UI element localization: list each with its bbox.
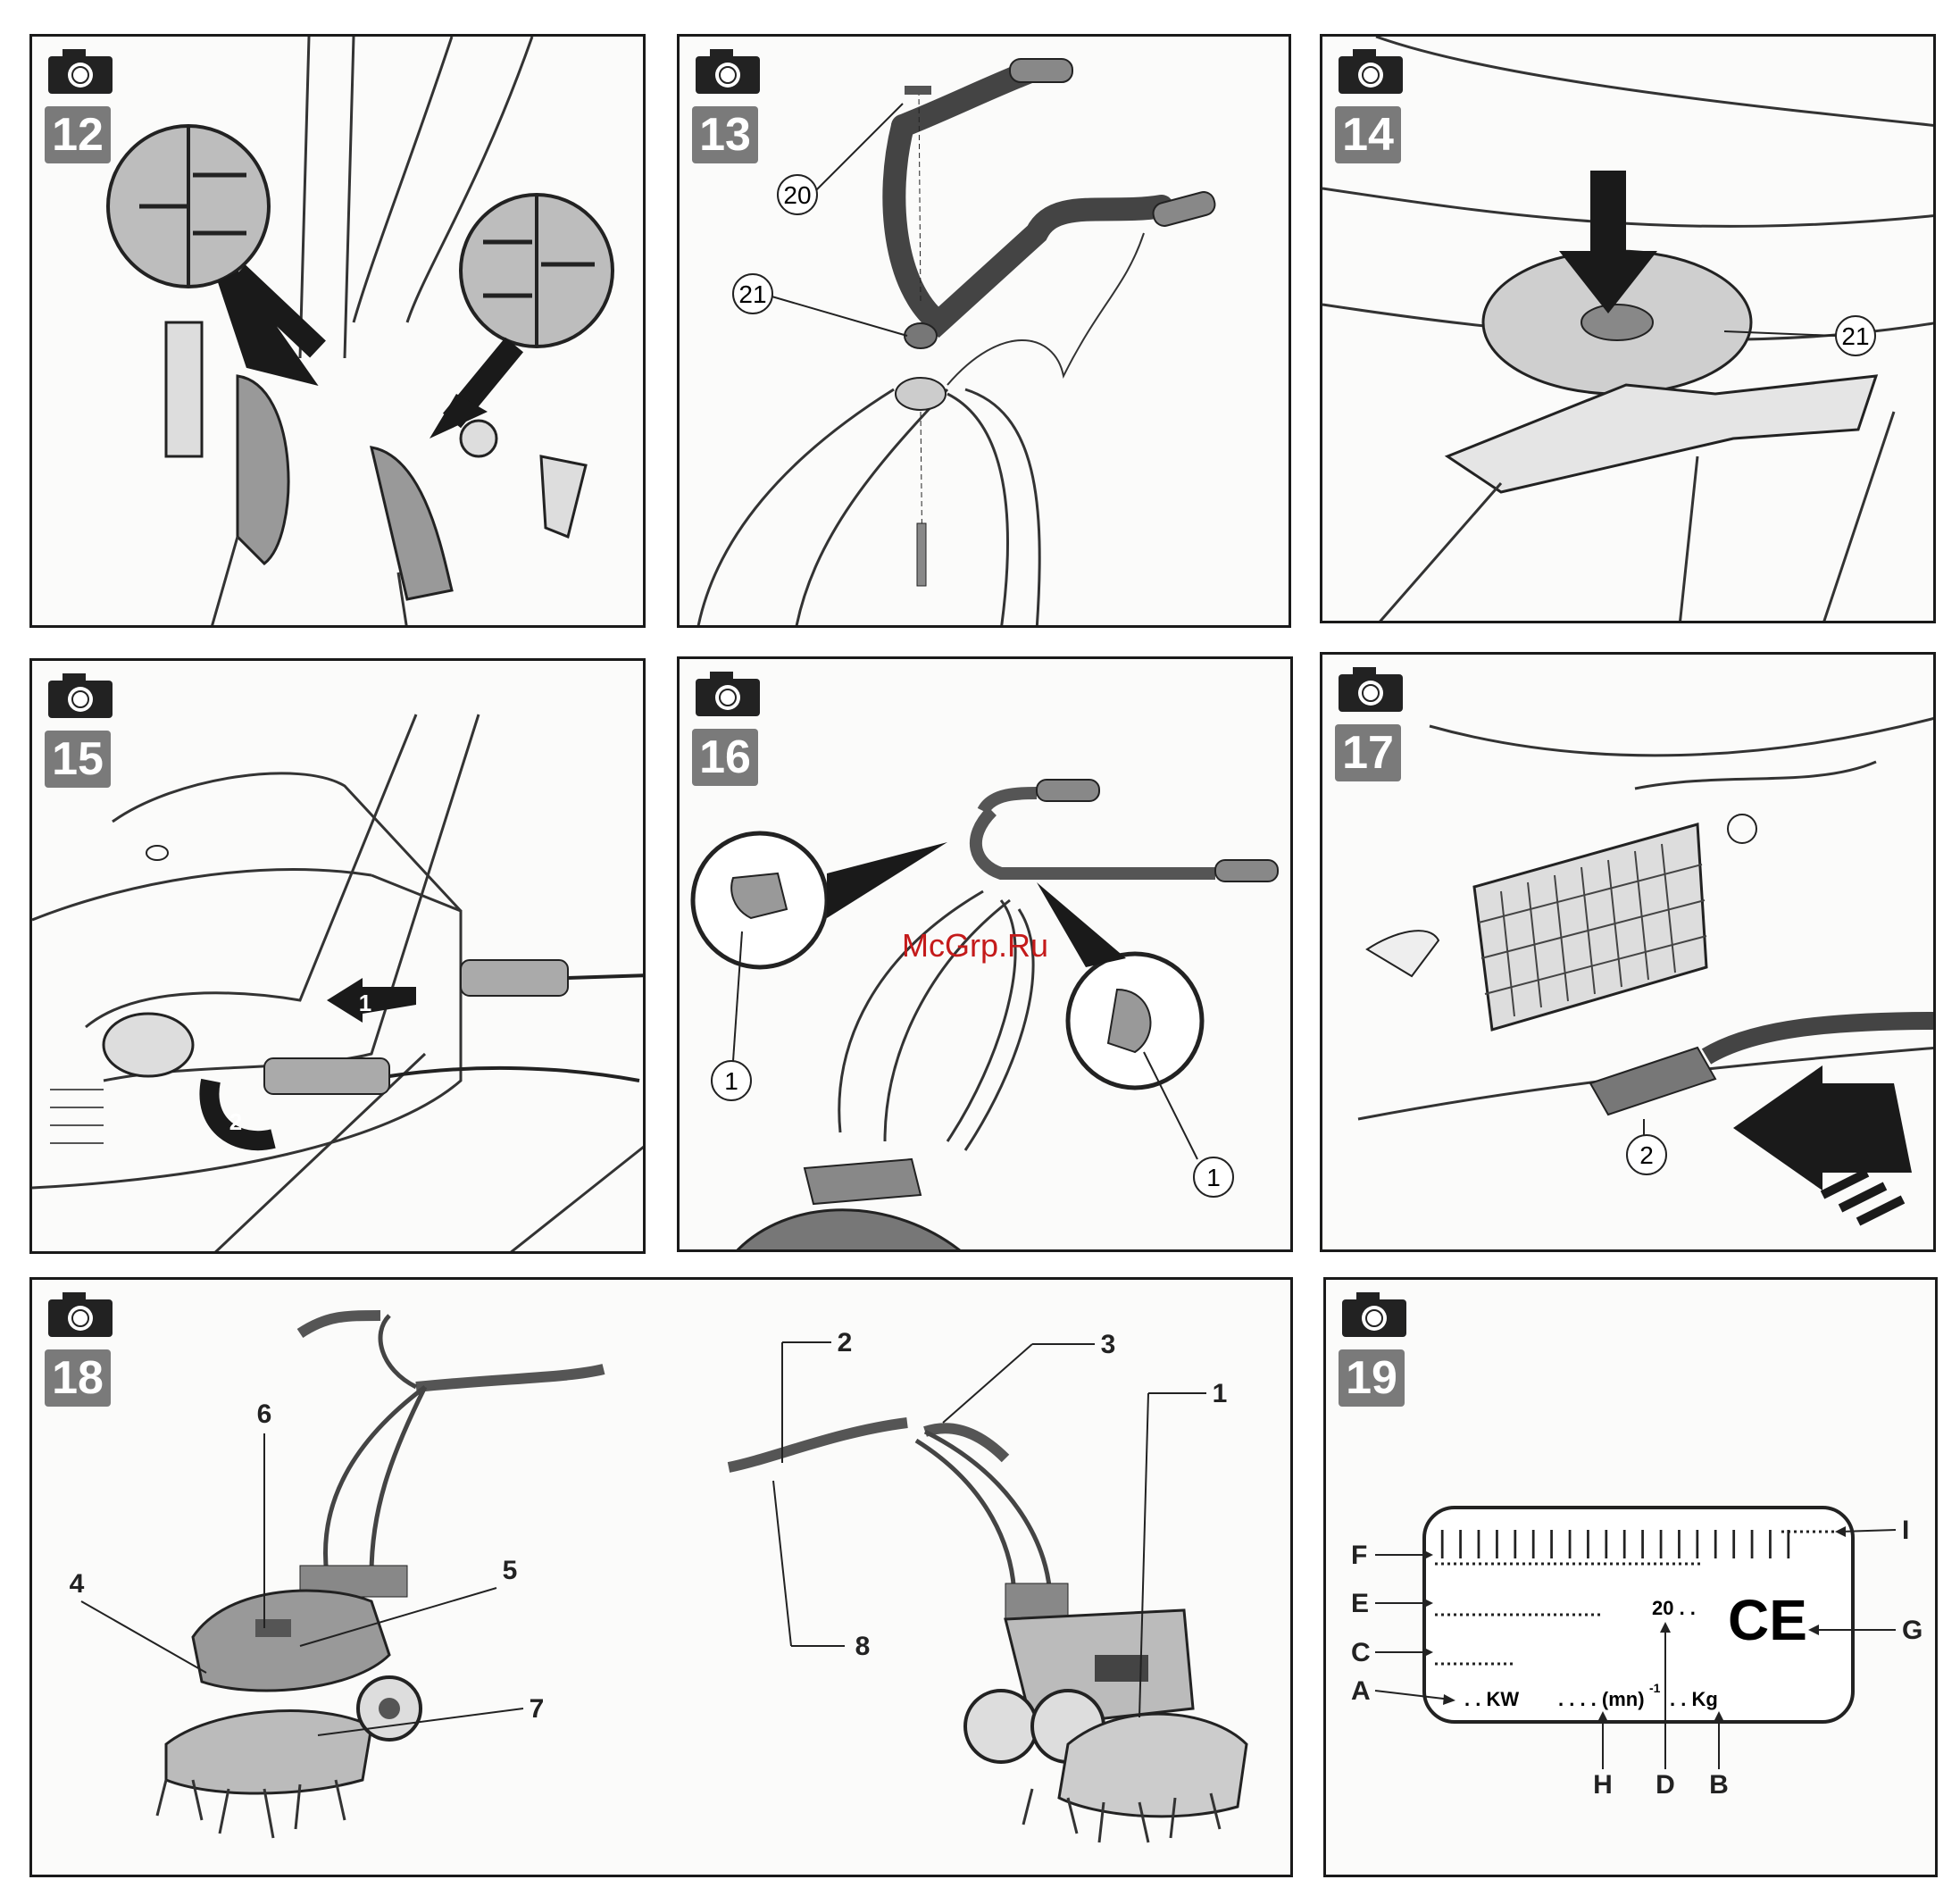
label-C: C	[1351, 1638, 1371, 1667]
speed-field: . . . . (mn)	[1558, 1688, 1645, 1710]
callout-21: 21	[1841, 322, 1869, 350]
callout-1: 1	[1213, 1379, 1228, 1408]
callout-1-upper: 1	[724, 1067, 738, 1095]
handlebar-clamp-illustration	[32, 37, 646, 628]
callout-5: 5	[503, 1556, 518, 1585]
label-B: B	[1709, 1770, 1729, 1800]
barcode: ||||||||||||||||||||	[1433, 1528, 1797, 1562]
speed-exponent: -1	[1649, 1681, 1661, 1695]
arrow-step-2: 2	[229, 1108, 242, 1135]
handlebar-assembly-illustration: 20 21	[680, 37, 1291, 628]
rating-plate-diagram: |||||||||||||||||||| 20 . . . . KW . . .…	[1326, 1280, 1938, 1877]
callout-3: 3	[1101, 1330, 1116, 1359]
label-I: I	[1902, 1516, 1909, 1545]
figure-panel-17: 17 2	[1320, 652, 1936, 1252]
figure-panel-18: 1 8 6 4 5	[29, 1277, 1293, 1877]
power-field: . . KW	[1464, 1688, 1519, 1710]
callout-2: 2	[838, 1328, 853, 1358]
figure-panel-12: 12	[29, 34, 646, 628]
figure-panel-19: 19 |||||||||||||||||||| 20 . . . . KW . …	[1323, 1277, 1938, 1877]
label-F: F	[1351, 1541, 1367, 1570]
figure-panel-15: 15 1 2	[29, 658, 646, 1254]
callout-1-lower: 1	[1206, 1164, 1221, 1191]
figure-panel-13: 13 20 21	[677, 34, 1291, 628]
callout-20: 20	[783, 181, 811, 209]
callout-2: 2	[1639, 1141, 1654, 1169]
figure-panel-14: 14 21	[1320, 34, 1936, 623]
arrow-step-1: 1	[359, 990, 371, 1016]
watermark-text: McGrp.Ru	[902, 927, 1048, 965]
label-D: D	[1656, 1770, 1675, 1800]
label-G: G	[1902, 1616, 1922, 1645]
safety-key-illustration: 2	[1322, 655, 1936, 1252]
tiller-overview-illustration: 6 4 5 7 2 3 1 8	[32, 1280, 1293, 1877]
callout-7: 7	[530, 1694, 545, 1724]
callout-21: 21	[738, 280, 766, 308]
year-field: 20 . .	[1652, 1597, 1696, 1619]
ce-mark: CE	[1728, 1588, 1807, 1652]
callout-8: 8	[855, 1632, 871, 1661]
label-E: E	[1351, 1589, 1369, 1618]
callout-6: 6	[257, 1399, 272, 1429]
weight-field: . . Kg	[1670, 1688, 1718, 1710]
wheel-hub-illustration: 21	[1322, 37, 1936, 623]
label-A: A	[1351, 1676, 1371, 1706]
cable-connection-illustration: 1 2	[32, 661, 646, 1254]
callout-4: 4	[70, 1569, 85, 1599]
label-H: H	[1593, 1770, 1613, 1800]
